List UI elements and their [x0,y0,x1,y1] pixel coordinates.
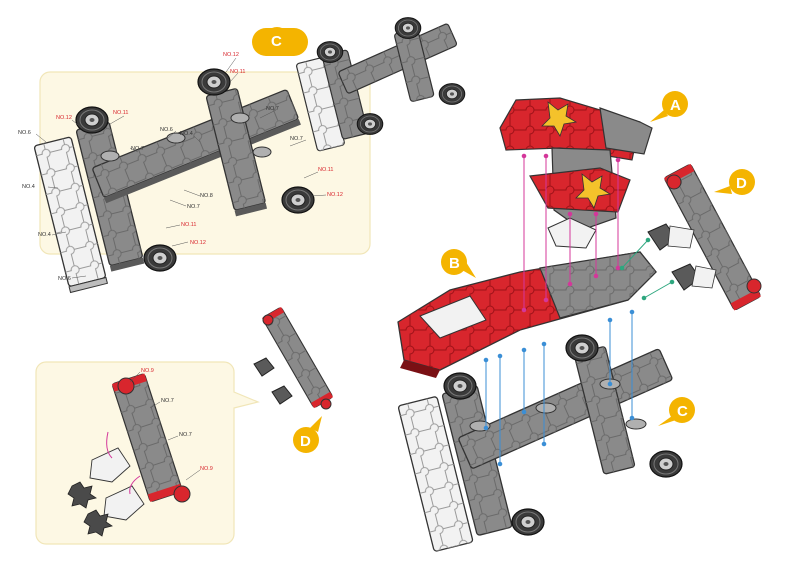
callout-d-main: D [714,169,755,195]
hub-icon [625,418,647,430]
part-label: NO.8 [200,193,213,199]
subassembly-d-small [253,307,334,410]
part-label: NO.7 [266,106,279,112]
part-label: NO.11 [113,110,129,116]
connector-lines-blue [483,309,635,467]
wheel-icon [75,106,109,134]
subassembly-a [499,97,653,249]
wheel-icon [443,372,477,400]
hub-icon [100,150,120,162]
hub-icon [535,402,557,414]
part-label: NO.9 [200,466,213,472]
callout-letter: C [271,33,282,50]
wheel-icon [197,68,231,96]
part-label: NO.11 [230,69,246,75]
part-label: NO.12 [327,192,343,198]
subassembly-c-top [296,17,466,152]
part-label: NO.11 [181,222,197,228]
callout-a: A [650,91,688,122]
part-label: NO.9 [141,368,154,374]
callout-c-main: C [658,397,695,426]
callout-d-inset: D [293,416,322,453]
hub-icon [230,112,250,124]
wheel-icon [281,186,315,214]
subassembly-c-main [397,334,683,552]
subassembly-d [647,163,762,311]
part-label: NO.7 [179,432,192,438]
part-label: NO.12 [223,52,239,58]
callout-letter: C [677,403,688,420]
hub-icon [166,132,186,144]
wheel-icon [143,244,177,272]
part-label: NO.12 [190,240,206,246]
subassembly-b [397,251,657,378]
callout-b: B [441,249,476,278]
chassis-assembled [33,68,315,294]
callout-letter: B [449,255,460,272]
connector-lines-pink [521,153,621,313]
detail-assembly [67,373,191,537]
part-label: NO.6 [18,130,31,136]
part-label: NO.6 [160,127,173,133]
wheel-icon [565,334,599,362]
part-label: NO.11 [318,167,334,173]
part-label: NO.7 [131,146,144,152]
part-label: NO.7 [161,398,174,404]
wheel-icon [511,508,545,536]
part-label: NO.4 [180,131,193,137]
part-label: NO.4 [22,184,35,190]
callout-letter: D [736,175,747,192]
callout-letter: D [300,433,311,450]
part-label: NO.12 [56,115,72,121]
wheel-icon [356,113,384,135]
callout-letter: A [670,97,681,114]
part-label: NO.7 [187,204,200,210]
wheel-icon [316,41,344,63]
wheel-icon [394,17,422,39]
part-label: NO.4 [38,232,51,238]
wheel-icon [438,83,466,105]
part-label: NO.7 [290,136,303,142]
hub-icon [252,146,272,158]
wheel-icon [649,450,683,478]
callout-c-top: C [252,27,308,56]
part-label: NO.6 [58,276,71,282]
connector-lines-green [619,237,675,301]
